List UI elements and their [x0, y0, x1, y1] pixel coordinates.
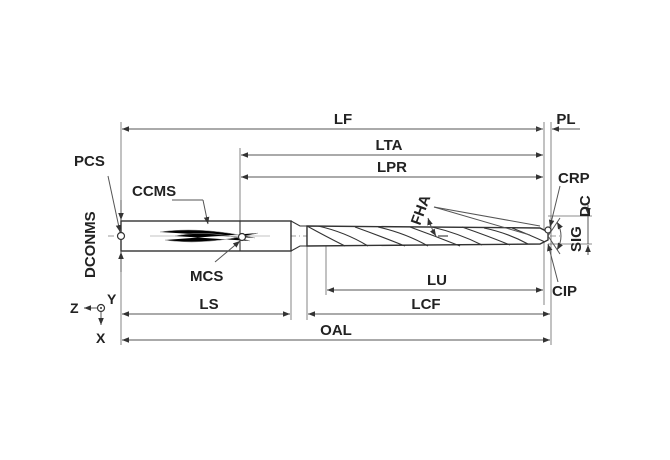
crp-point: [544, 226, 552, 234]
fha-leader-2: [433, 206, 541, 227]
drill-shank: [120, 220, 308, 252]
label-sig: SIG: [568, 226, 585, 252]
pcs-leader: [107, 175, 122, 233]
label-oal: OAL: [320, 322, 352, 339]
label-lta: LTA: [376, 137, 403, 154]
fha-leader-1: [433, 206, 531, 236]
label-ccms: CCMS: [132, 183, 176, 200]
pcs-point: [116, 231, 126, 241]
label-fha: FHA: [408, 192, 435, 227]
axis-x-label: X: [96, 330, 106, 346]
axis-y-label: Y: [107, 291, 117, 307]
labels: LF PL LTA LPR PCS CCMS CRP FHA DC SIG DC…: [74, 111, 594, 339]
label-lpr: LPR: [377, 159, 407, 176]
label-dconms: DCONMS: [82, 211, 99, 278]
drill-flutes: [306, 225, 549, 247]
label-cip: CIP: [552, 283, 577, 300]
crp-leader: [548, 185, 561, 228]
coordinate-points: [116, 226, 552, 242]
label-dc: DC: [577, 195, 594, 217]
label-lu: LU: [427, 272, 447, 289]
fha-angle-arc: [427, 217, 437, 237]
dimension-lines: [118, 126, 591, 343]
label-crp: CRP: [558, 170, 590, 187]
label-mcs: MCS: [190, 268, 223, 285]
axis-origin-icon: Z Y X: [70, 291, 117, 346]
leader-lines: [107, 175, 563, 283]
label-lcf: LCF: [411, 296, 440, 313]
label-pl: PL: [556, 111, 575, 128]
label-ls: LS: [199, 296, 218, 313]
sig-angle-arc: [556, 221, 563, 251]
axis-z-label: Z: [70, 300, 79, 316]
mcs-point: [237, 232, 247, 242]
mcs-leader: [214, 240, 241, 263]
label-lf: LF: [334, 111, 352, 128]
cip-leader: [547, 243, 559, 283]
label-pcs: PCS: [74, 153, 105, 170]
